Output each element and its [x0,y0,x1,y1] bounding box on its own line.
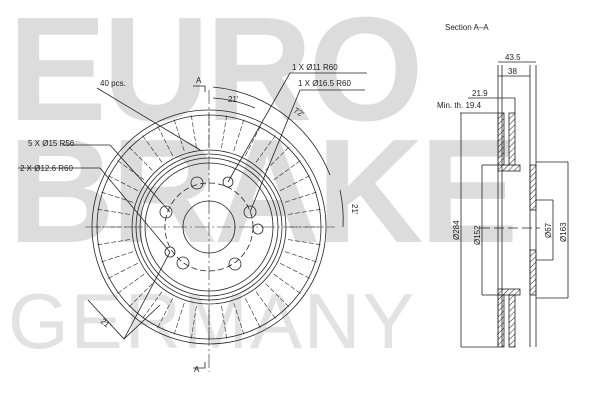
bolt-holes-label: 5 X Ø15 R56 [28,139,75,148]
angle-right-label: 21' [350,204,359,215]
angle-arc-72 [212,86,331,176]
vent-lines [95,113,323,341]
bolt-holes [159,176,264,271]
dim-center-bore: Ø67 [544,222,553,238]
section-marker-bottom [193,362,206,369]
hole-11-label: 1 X Ø11 R60 [292,63,338,72]
angle-72-label: 72' [292,106,306,119]
dim-hat-height: 38 [508,67,517,76]
section-title: Section A–A [445,23,489,32]
min-thickness-label: Min. th. 19.4 [437,101,482,110]
dim-hub-diameter: Ø163 [559,222,568,242]
front-view [18,72,367,372]
section-label-bottom: A [194,365,200,374]
dim-disc-thickness: 21.9 [472,89,488,98]
dim-outer-diameter: Ø284 [452,220,461,240]
dim-hat-diameter: Ø152 [473,225,482,245]
center-lines [85,90,335,372]
angle-bottom-label: 21' [99,317,113,331]
angle-top-label: 21' [228,95,239,104]
watermark-germany: GERMANY [8,277,417,365]
watermark-euro: EURO [8,0,424,152]
dim-overall-height: 43.5 [505,53,521,62]
section-marker-top [193,85,206,92]
section-label-top: A [196,76,202,85]
vent-count-label: 40 pcs. [100,79,126,88]
section-view [460,61,569,348]
hole-16-label: 1 X Ø16.5 R60 [298,79,351,88]
aux-holes-label: 2 X Ø12.6 R60 [20,164,73,173]
